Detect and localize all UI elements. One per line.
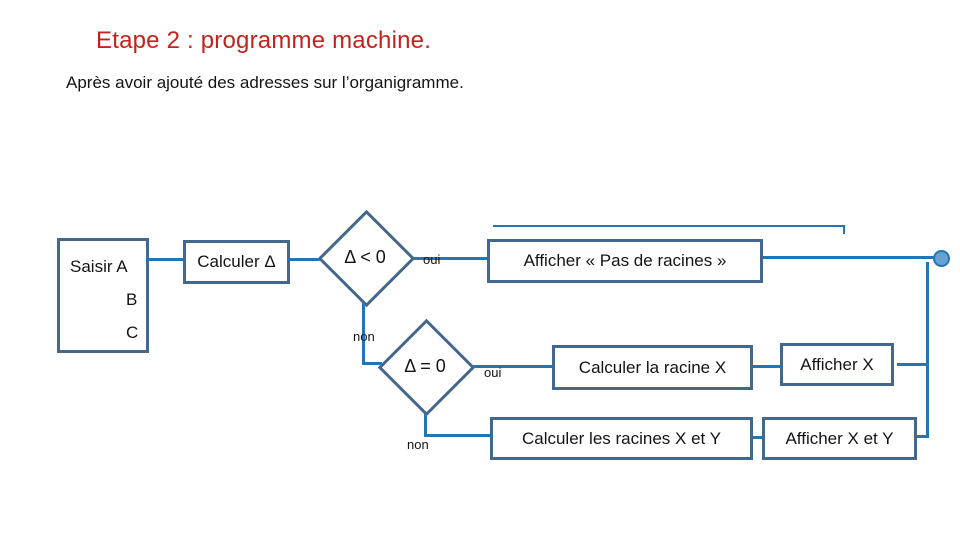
connector-calculer-cond1: [290, 258, 322, 261]
connector-afficherpas-dot: [763, 256, 935, 259]
diamond-shape: [377, 318, 476, 417]
connector-cond1-non-down: [362, 301, 365, 365]
stray-connector-line: [493, 225, 845, 227]
diamond-shape: [317, 209, 416, 308]
connector-saisir-calculer: [149, 258, 183, 261]
branch-label-oui-1: oui: [423, 252, 441, 267]
connector-cond2-non-elbow: [424, 434, 490, 437]
connector-racinex-afficherx: [753, 365, 780, 368]
connector-dot-icon: [933, 250, 950, 267]
branch-label-non-2: non: [407, 437, 429, 452]
connector-dot-down: [926, 262, 929, 438]
connector-cond1-afficherpas: [409, 257, 487, 260]
process-box-calculer-delta: Calculer Δ: [183, 240, 290, 284]
connector-racinesxy-afficherxy: [753, 436, 762, 439]
branch-label-oui-2: oui: [484, 365, 502, 380]
page-subtitle: Après avoir ajouté des adresses sur l’or…: [66, 73, 464, 92]
process-box-saisir-abc: Saisir A B C: [57, 238, 149, 353]
connector-cond2-non-down: [424, 410, 427, 437]
decision-diamond-delta-eq-0: Δ = 0: [377, 318, 476, 417]
connector-afficherxy-vline: [917, 435, 929, 438]
process-box-calculer-racine-x: Calculer la racine X: [552, 345, 753, 390]
connector-cond2-oui: [470, 365, 552, 368]
saisir-line-a: Saisir A: [70, 257, 128, 276]
saisir-line-c: C: [126, 323, 139, 342]
diamond-label: Δ < 0: [344, 246, 386, 267]
saisir-line-b: B: [126, 290, 138, 309]
page-title: Etape 2 : programme machine.: [96, 27, 432, 54]
stray-connector-tick: [843, 225, 845, 234]
connector-afficherx-vline: [897, 363, 929, 366]
diamond-label: Δ = 0: [404, 355, 446, 376]
process-box-calculer-racines-xy: Calculer les racines X et Y: [490, 417, 753, 460]
connector-cond1-non-elbow: [362, 362, 382, 365]
decision-diamond-delta-lt-0: Δ < 0: [317, 209, 416, 308]
process-box-afficher-x: Afficher X: [780, 343, 894, 386]
process-box-afficher-pas-de-racines: Afficher « Pas de racines »: [487, 239, 763, 283]
process-box-afficher-x-et-y: Afficher X et Y: [762, 417, 917, 460]
branch-label-non-1: non: [353, 329, 375, 344]
